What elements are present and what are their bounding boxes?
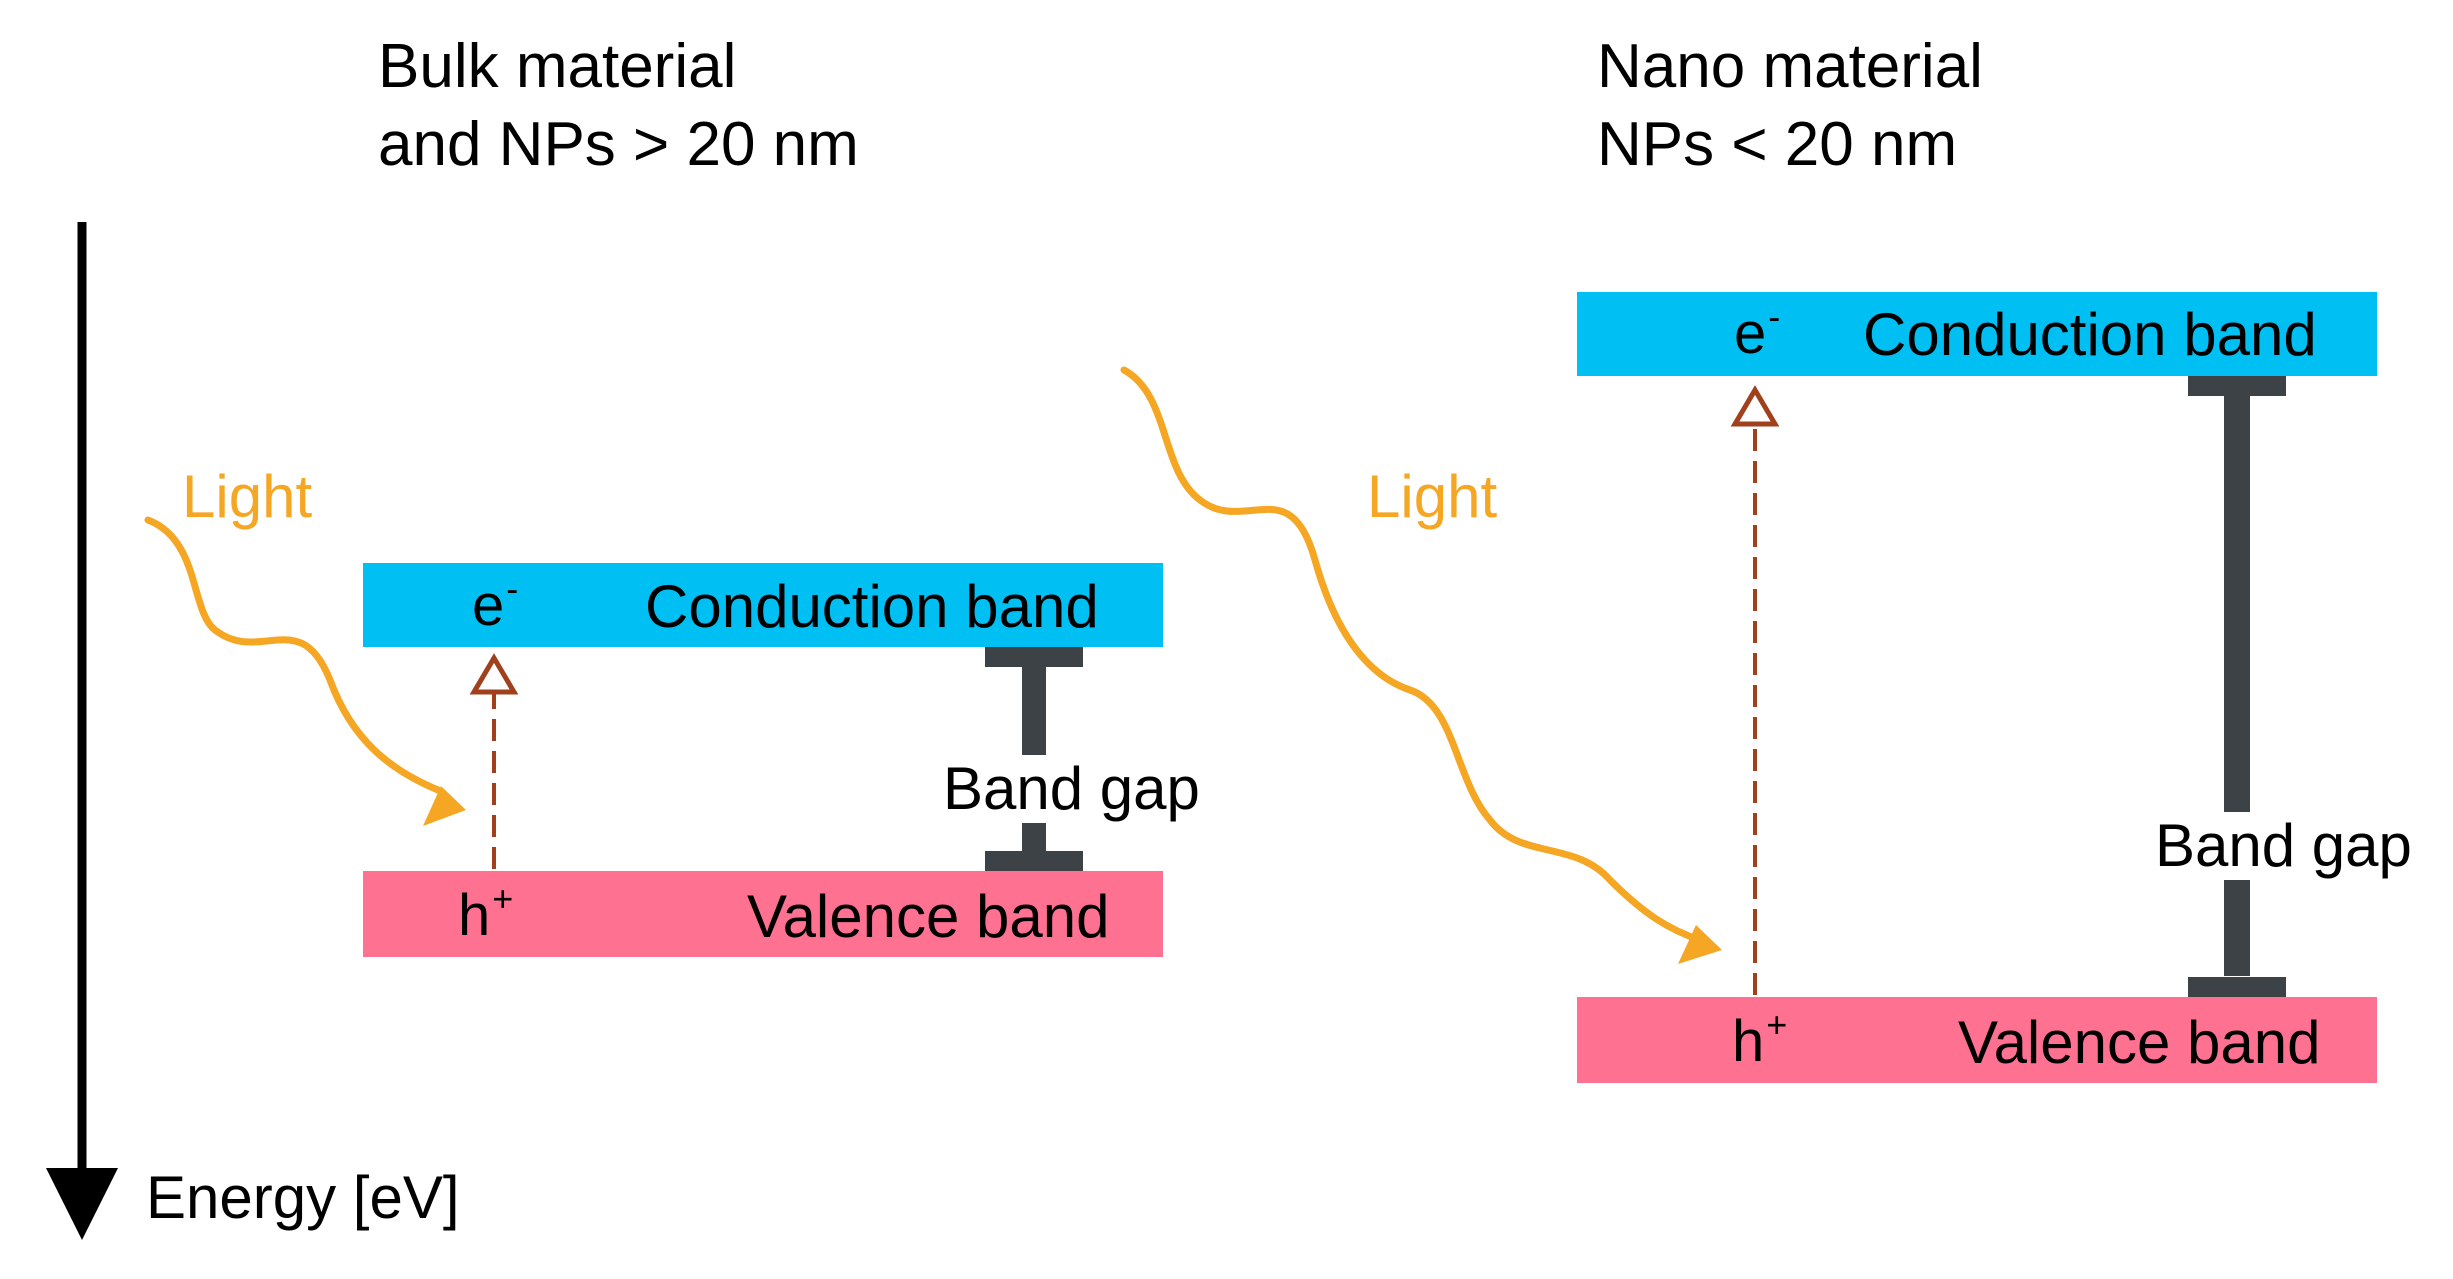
nano-conduction-band: [1577, 292, 2377, 376]
bulk-excitation-arrow: [469, 653, 519, 869]
nano-hole-charge: +: [1766, 1004, 1788, 1045]
nano-band-gap-bar: [2188, 376, 2286, 997]
nano-panel-title: Nano material NPs < 20 nm: [1597, 28, 1983, 184]
nano-valence-label: Valence band: [1958, 1009, 2321, 1076]
bulk-title-line1: Bulk material: [378, 32, 737, 101]
nano-light-label: Light: [1367, 463, 1498, 530]
bulk-hole-symbol: h: [458, 883, 491, 948]
bulk-electron-label: e-: [472, 571, 518, 635]
nano-valence-band: [1577, 997, 2377, 1083]
bulk-conduction-label: Conduction band: [645, 573, 1099, 640]
energy-axis-arrowhead: [46, 1168, 118, 1240]
nano-light-wave: [1120, 366, 1722, 964]
nano-conduction-label: Conduction band: [1863, 301, 2317, 368]
energy-axis-label: Energy [eV]: [146, 1164, 460, 1231]
bulk-conduction-band: [363, 563, 1163, 647]
nano-title-line2: NPs < 20 nm: [1597, 110, 1958, 179]
bulk-valence-label: Valence band: [747, 883, 1110, 950]
nano-hole-label: h+: [1732, 1007, 1787, 1071]
nano-electron-label: e-: [1734, 299, 1780, 363]
bulk-band-gap-label: Band gap: [943, 755, 1200, 823]
nano-hole-symbol: h: [1732, 1009, 1765, 1074]
bulk-electron-symbol: e: [472, 573, 505, 638]
bulk-hole-charge: +: [492, 878, 514, 919]
bulk-light-label: Light: [182, 463, 313, 530]
bulk-valence-band: [363, 871, 1163, 957]
nano-excitation-arrow: [1730, 385, 1780, 995]
bulk-panel-title: Bulk material and NPs > 20 nm: [378, 28, 859, 184]
nano-band-gap-label: Band gap: [2155, 812, 2412, 880]
bulk-light-wave: [144, 516, 466, 826]
bulk-hole-label: h+: [458, 881, 513, 945]
nano-title-line1: Nano material: [1597, 32, 1983, 101]
nano-electron-symbol: e: [1734, 301, 1767, 366]
bulk-title-line2: and NPs > 20 nm: [378, 110, 859, 179]
nano-electron-charge: -: [1768, 296, 1781, 337]
bulk-electron-charge: -: [506, 568, 519, 609]
